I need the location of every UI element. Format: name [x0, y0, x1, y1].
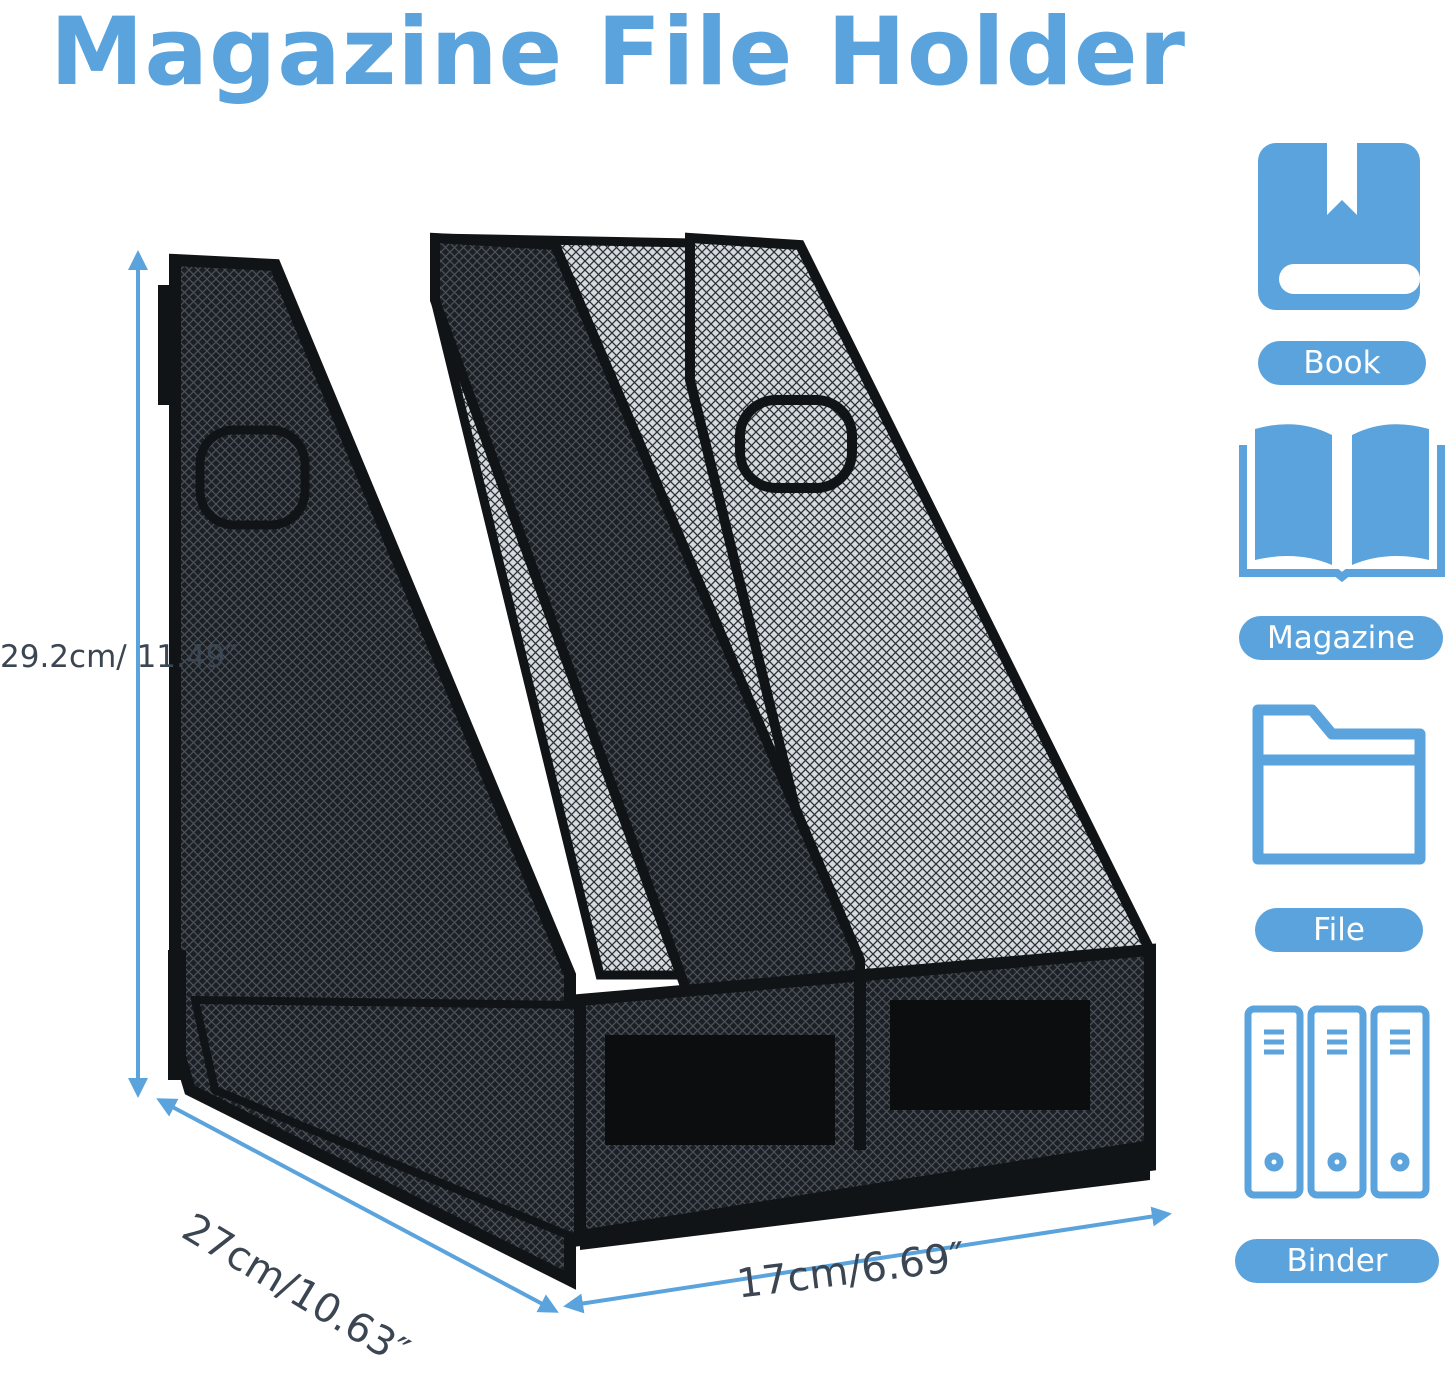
category-file-label: File	[1255, 908, 1423, 952]
product-illustration	[128, 232, 1172, 1314]
drawer-label-right	[890, 1000, 1090, 1110]
category-magazine: Magazine	[1237, 415, 1445, 665]
category-book: Book	[1255, 140, 1426, 390]
left-handle-cutout	[195, 425, 310, 530]
binder-icon	[1244, 1005, 1430, 1199]
drawer-label-left	[605, 1035, 835, 1145]
category-binder: Binder	[1235, 1005, 1440, 1290]
open-book-icon	[1239, 424, 1445, 583]
book-icon	[1258, 143, 1420, 310]
file-holder-drawer	[189, 943, 1156, 1250]
height-dimension-label: 29.2cm/ 11.49″	[0, 639, 237, 675]
depth-dimension-line	[156, 1098, 559, 1313]
right-handle-cutout	[735, 395, 857, 493]
category-binder-label: Binder	[1235, 1239, 1439, 1283]
width-dimension-line	[563, 1206, 1172, 1314]
category-magazine-label: Magazine	[1239, 616, 1443, 660]
page-title: Magazine File Holder	[50, 0, 1187, 107]
category-book-label: Book	[1258, 341, 1426, 385]
folder-icon	[1252, 704, 1426, 865]
category-file: File	[1250, 702, 1428, 952]
